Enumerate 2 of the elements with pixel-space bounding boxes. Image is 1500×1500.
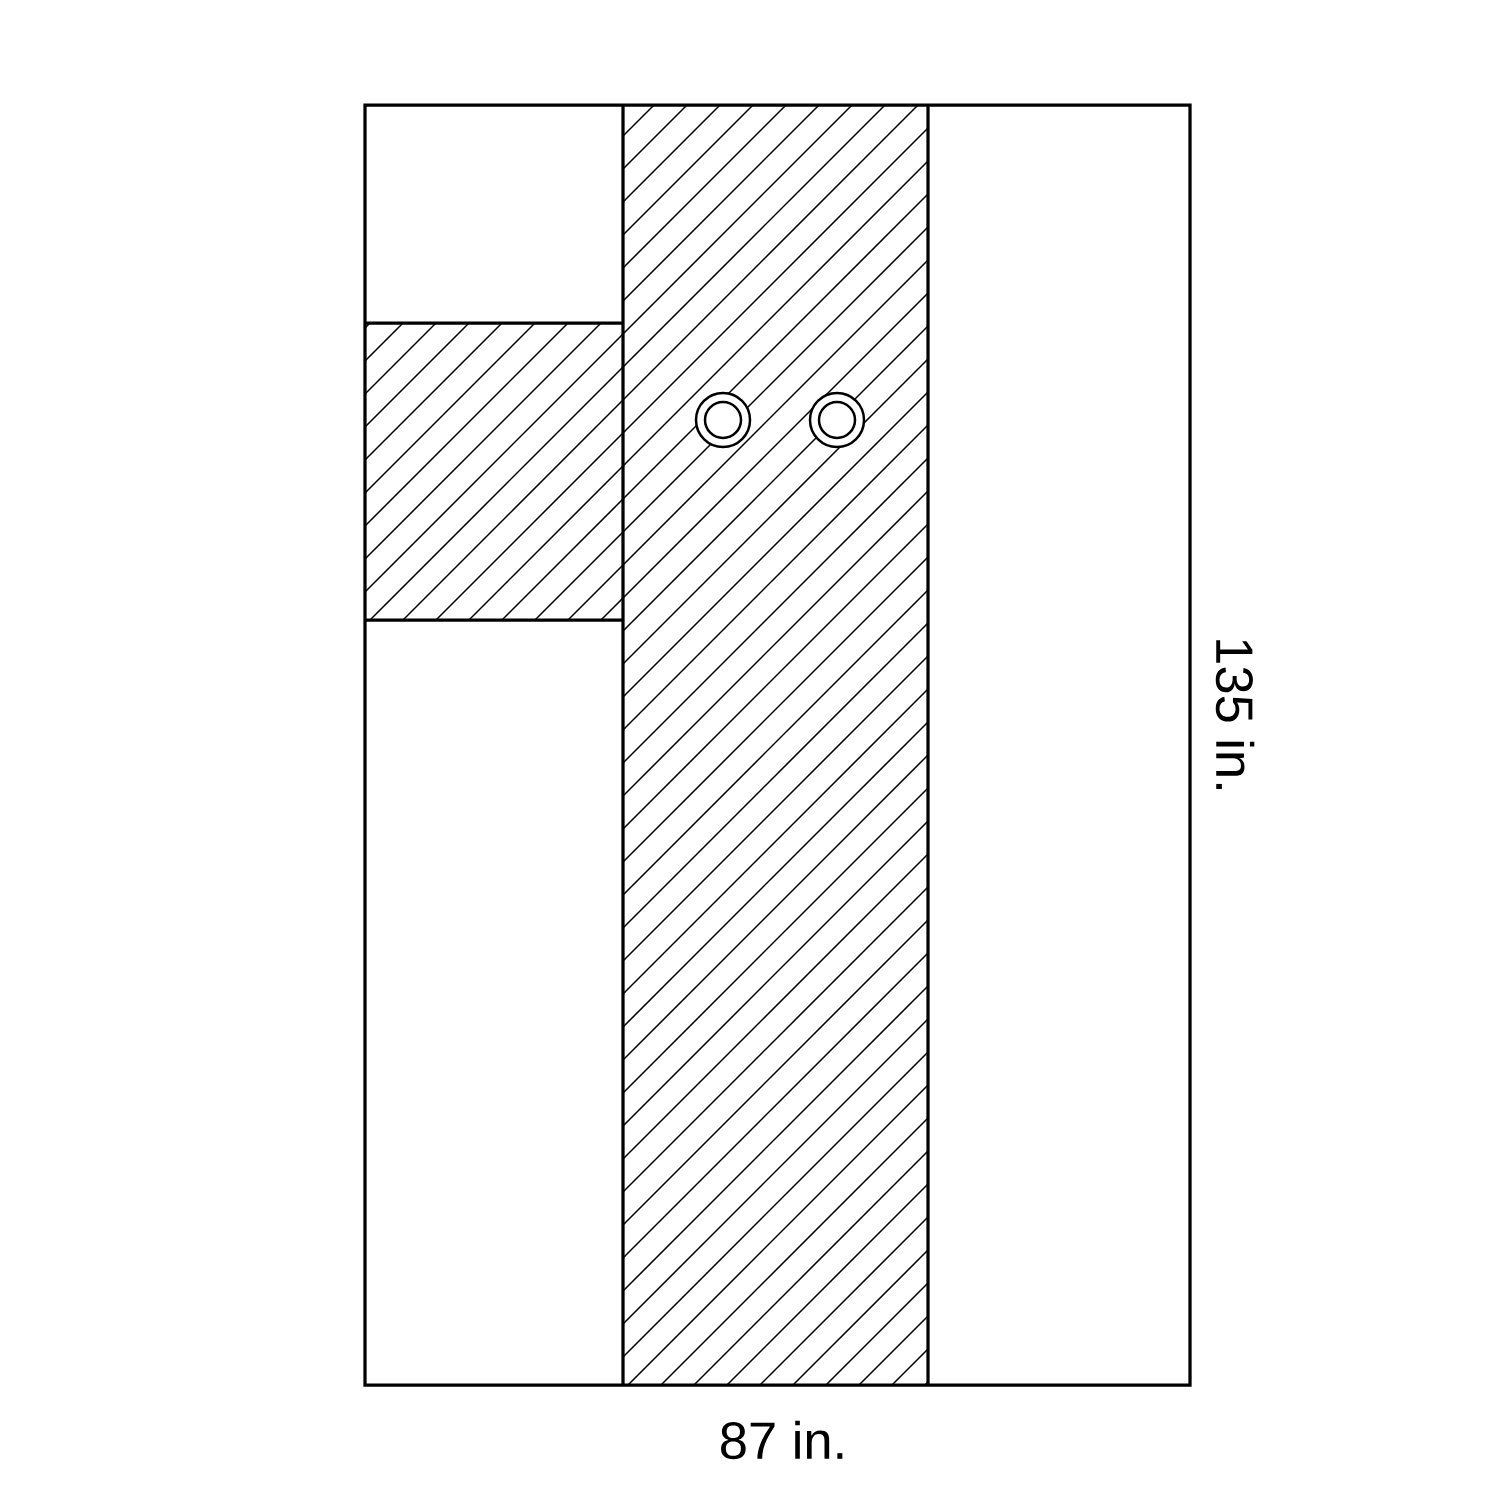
- dimension-label: 135 in.: [1215, 640, 1255, 789]
- dimension-label: 87 in.: [721, 1420, 843, 1460]
